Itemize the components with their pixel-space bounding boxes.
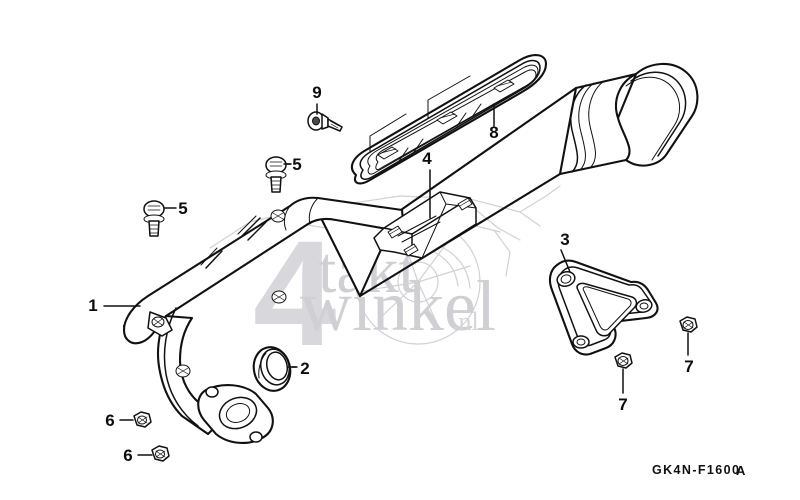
callout-9: 9 xyxy=(312,83,321,102)
part-code: GK4N-F1600 xyxy=(652,463,740,477)
callout-3: 3 xyxy=(560,230,569,249)
watermark-tld: .nl xyxy=(452,307,479,336)
pipe-clamp-bracket xyxy=(373,191,477,259)
clamp-bolt-bottom xyxy=(403,243,419,257)
heat-shield-protector xyxy=(350,54,548,185)
callout-4: 4 xyxy=(422,149,432,168)
bracket-nut-right xyxy=(679,316,698,333)
callout-7-left: 7 xyxy=(618,395,627,414)
callout-1: 1 xyxy=(88,296,97,315)
callout-7-right: 7 xyxy=(684,357,693,376)
callout-2: 2 xyxy=(300,359,309,378)
pipe-stud-lower xyxy=(175,364,191,378)
leader-3 xyxy=(560,249,571,273)
shield-screw xyxy=(307,111,343,132)
muffler-bracket xyxy=(548,259,659,356)
part-code-suffix: A xyxy=(736,463,746,478)
pipe-mount-tab xyxy=(147,311,173,337)
bracket-nut-left xyxy=(614,352,633,369)
watermark-word-bottom: winkel xyxy=(300,266,496,346)
exhaust-gasket-ring xyxy=(252,346,292,392)
pipe-stud-mid xyxy=(271,290,287,304)
clamp-bolt-right xyxy=(457,197,473,211)
pipe-stud-upper xyxy=(270,209,286,223)
flange-bolt-upper xyxy=(265,156,287,193)
callout-5-lower: 5 xyxy=(178,199,187,218)
flange-nut-upper xyxy=(133,411,152,428)
leader-lines xyxy=(103,103,689,456)
callout-5-upper: 5 xyxy=(292,155,301,174)
flange-bolt-lower xyxy=(143,200,165,237)
part-code-block: GK4N-F1600 A xyxy=(652,463,746,478)
clamp-bolt-left xyxy=(387,225,403,239)
flange-nut-lower xyxy=(151,445,170,462)
exhaust-pipe xyxy=(122,196,406,444)
callout-6-lower: 6 xyxy=(123,446,132,465)
callout-6-upper: 6 xyxy=(105,411,114,430)
muffler-body xyxy=(358,62,699,298)
callout-numbers: 1 2 3 4 5 5 6 6 7 7 8 9 xyxy=(88,83,693,465)
callout-8: 8 xyxy=(489,123,498,142)
